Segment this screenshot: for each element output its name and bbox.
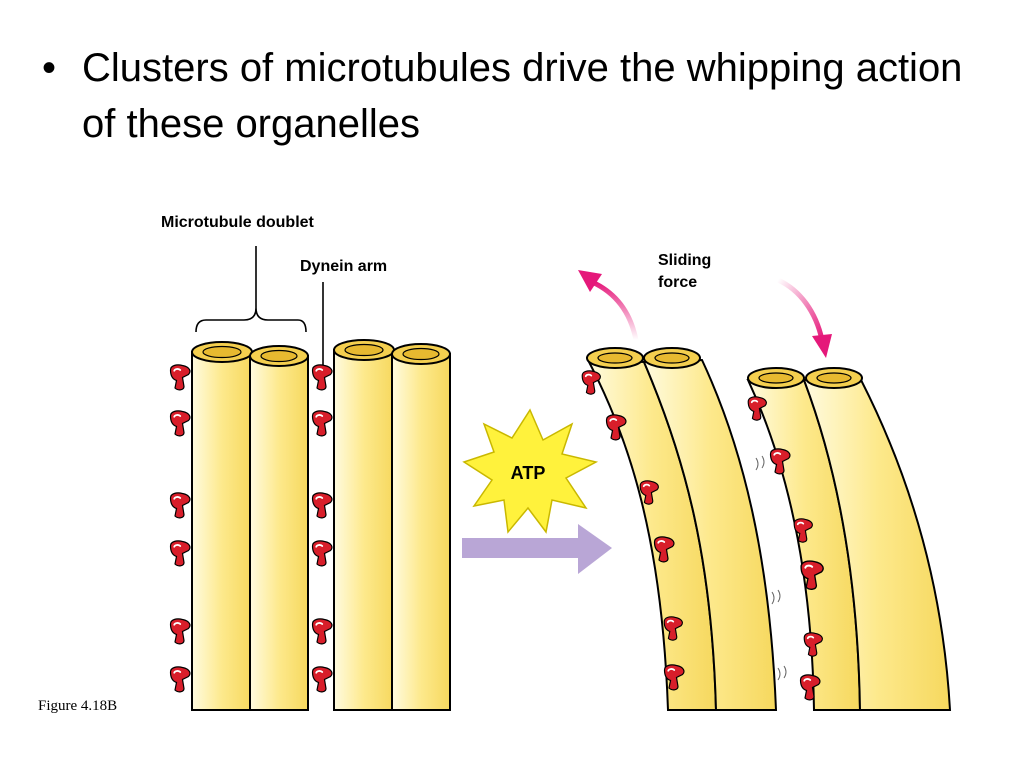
bullet-text: Clusters of microtubules drive the whipp… bbox=[82, 46, 963, 146]
figure-caption: Figure 4.18B bbox=[38, 698, 118, 714]
atp-label: ATP bbox=[511, 463, 546, 483]
sliding-force-label-line1: Sliding bbox=[658, 252, 712, 269]
bullet-symbol: • bbox=[42, 46, 57, 90]
doublet-bracket bbox=[195, 246, 307, 333]
bullet-point: • Clusters of microtubules drive the whi… bbox=[42, 40, 982, 152]
bent-doublet-right bbox=[746, 367, 952, 711]
sliding-force-arrow-down bbox=[776, 277, 832, 358]
bent-doublet-left bbox=[586, 347, 778, 711]
straight-doublet-left bbox=[191, 341, 309, 711]
transition-arrow bbox=[462, 524, 612, 574]
sliding-force-label: Sliding force bbox=[658, 250, 711, 294]
sliding-force-arrow-up bbox=[578, 270, 639, 341]
motion-marks bbox=[755, 455, 787, 681]
atp-burst: ATP bbox=[462, 408, 599, 534]
straight-doublet-right bbox=[333, 339, 451, 711]
microtubule-doublet-label: Microtubule doublet bbox=[161, 214, 314, 231]
sliding-force-label-line2: force bbox=[658, 274, 698, 291]
dynein-arm-label: Dynein arm bbox=[300, 258, 388, 275]
